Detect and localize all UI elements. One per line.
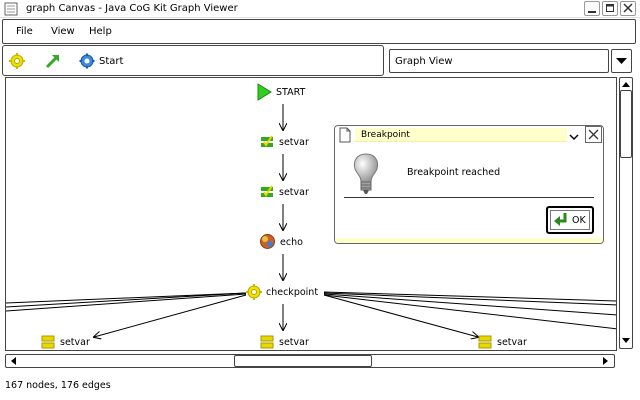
- edge: [323, 293, 616, 316]
- checkpoint-icon: [9, 53, 25, 69]
- gear-icon: [79, 53, 95, 69]
- maximize-icon: [606, 4, 614, 12]
- scroll-up-icon[interactable]: [621, 79, 631, 89]
- toolbar: Start: [2, 45, 384, 76]
- echo-icon: [260, 234, 275, 249]
- graph-node-setvar[interactable]: setvar: [260, 184, 330, 200]
- node-label: setvar: [497, 337, 527, 348]
- title-bar: graph Canvas - Java CoG Kit Graph Viewer: [0, 0, 640, 18]
- lightbulb-icon: [353, 153, 379, 194]
- scroll-down-icon[interactable]: [621, 336, 631, 346]
- dialog-bottom-highlight: [335, 238, 603, 243]
- checkpoint-tool-button[interactable]: [8, 52, 26, 70]
- close-window-button[interactable]: [620, 1, 636, 16]
- edge: [6, 292, 247, 308]
- edge: [323, 291, 616, 302]
- horizontal-scroll-thumb[interactable]: [234, 355, 372, 367]
- dialog-divider: [344, 197, 594, 198]
- dialog-title-bar[interactable]: Breakpoint: [335, 126, 603, 144]
- setvar-icon: [260, 335, 274, 349]
- setvar-icon: [261, 135, 273, 147]
- app-icon: [4, 2, 18, 16]
- checkpoint-icon: [246, 284, 262, 300]
- view-select-value: Graph View: [395, 56, 453, 67]
- graph-node-setvar[interactable]: setvar: [260, 134, 330, 150]
- arrow-up-right-icon: [45, 54, 60, 69]
- dialog-message: Breakpoint reached: [407, 167, 501, 178]
- ok-button-label: OK: [572, 215, 586, 226]
- menu-file[interactable]: File: [16, 26, 33, 37]
- node-label: setvar: [279, 187, 309, 198]
- graph-node-start[interactable]: START: [256, 82, 336, 102]
- menu-bar: File View Help: [2, 19, 636, 44]
- status-text: 167 nodes, 176 edges: [5, 380, 111, 391]
- scroll-left-icon[interactable]: [8, 356, 18, 366]
- dialog-title: Breakpoint: [361, 130, 410, 140]
- start-button[interactable]: Start: [77, 51, 137, 71]
- view-select[interactable]: Graph View: [389, 49, 609, 73]
- node-label: setvar: [60, 337, 90, 348]
- node-label: checkpoint: [266, 287, 319, 298]
- edge: [323, 294, 478, 337]
- edge: [323, 294, 616, 330]
- minimize-button[interactable]: [584, 1, 600, 16]
- chevron-down-icon[interactable]: [568, 130, 580, 142]
- scroll-right-icon[interactable]: [601, 356, 611, 366]
- horizontal-scrollbar[interactable]: [5, 354, 615, 368]
- graph-node-setvar[interactable]: setvar: [41, 334, 111, 350]
- setvar-icon: [478, 335, 492, 349]
- graph-node-setvar[interactable]: setvar: [478, 334, 548, 350]
- menu-help[interactable]: Help: [89, 26, 112, 37]
- node-label: echo: [280, 237, 303, 248]
- edge: [6, 293, 247, 312]
- menu-view[interactable]: View: [51, 26, 75, 37]
- maximize-button[interactable]: [602, 1, 618, 16]
- graph-edges: [6, 104, 616, 351]
- breakpoint-dialog: Breakpoint Breakpoint reached OK: [334, 125, 604, 244]
- vertical-scrollbar[interactable]: [619, 77, 633, 349]
- node-label: START: [276, 87, 306, 98]
- dialog-close-button[interactable]: [585, 126, 602, 143]
- step-tool-button[interactable]: [44, 52, 62, 70]
- dialog-title-highlight: [355, 128, 567, 142]
- node-label: setvar: [279, 337, 309, 348]
- view-select-dropdown-button[interactable]: [611, 49, 632, 73]
- setvar-icon: [261, 185, 273, 197]
- minimize-icon: [588, 11, 596, 13]
- vertical-scroll-thumb[interactable]: [620, 90, 632, 158]
- chevron-down-icon: [616, 58, 627, 64]
- node-label: setvar: [279, 137, 309, 148]
- window-title: graph Canvas - Java CoG Kit Graph Viewer: [26, 3, 238, 14]
- close-icon: [588, 129, 599, 140]
- close-icon: [623, 3, 633, 13]
- edge: [323, 292, 616, 306]
- ok-button[interactable]: OK: [546, 206, 594, 234]
- edge: [94, 294, 247, 337]
- graph-node-setvar[interactable]: setvar: [260, 334, 330, 350]
- graph-node-checkpoint[interactable]: checkpoint: [245, 283, 335, 301]
- document-icon: [339, 127, 351, 143]
- edge: [6, 292, 247, 304]
- play-icon: [257, 83, 272, 101]
- start-button-label: Start: [99, 56, 124, 67]
- graph-node-echo[interactable]: echo: [259, 233, 329, 251]
- enter-arrow-icon: [554, 213, 567, 226]
- setvar-icon: [41, 335, 55, 349]
